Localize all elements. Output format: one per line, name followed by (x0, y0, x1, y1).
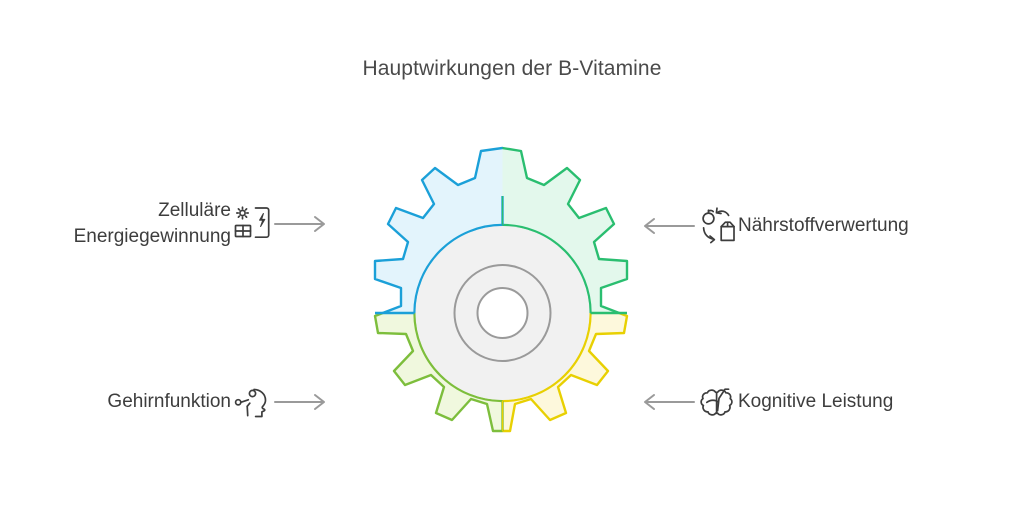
callout-label-nutrient-utilization: Nährstoffverwertung (738, 215, 909, 237)
solar-battery-energy-icon (231, 202, 273, 246)
callout-cellular-energy[interactable]: Zelluläre Energiegewinnung (26, 196, 331, 252)
arrow-left-cognitive-performance (638, 391, 696, 413)
nutrient-cycle-icon (696, 204, 738, 248)
head-neural-icon (231, 380, 273, 424)
brain-chart-icon (696, 380, 738, 424)
gear-hub-inner-ring (476, 287, 529, 339)
arrow-right-brain-function (273, 391, 331, 413)
callout-label-cellular-energy: Zelluläre Energiegewinnung (73, 200, 231, 247)
callout-label-brain-function: Gehirnfunktion (107, 391, 231, 413)
callout-cognitive-performance[interactable]: Kognitive Leistung (638, 374, 893, 430)
gear-hub-outer-ring (453, 264, 552, 362)
page-title: Hauptwirkungen der B-Vitamine (362, 57, 662, 80)
arrow-right-cellular-energy (273, 213, 331, 235)
callout-label-cognitive-performance: Kognitive Leistung (738, 391, 894, 413)
gear-diagram (330, 140, 675, 490)
callout-brain-function[interactable]: Gehirnfunktion (66, 374, 331, 430)
arrow-left-nutrient-utilization (638, 215, 696, 237)
callout-nutrient-utilization[interactable]: Nährstoffverwertung (638, 198, 909, 254)
